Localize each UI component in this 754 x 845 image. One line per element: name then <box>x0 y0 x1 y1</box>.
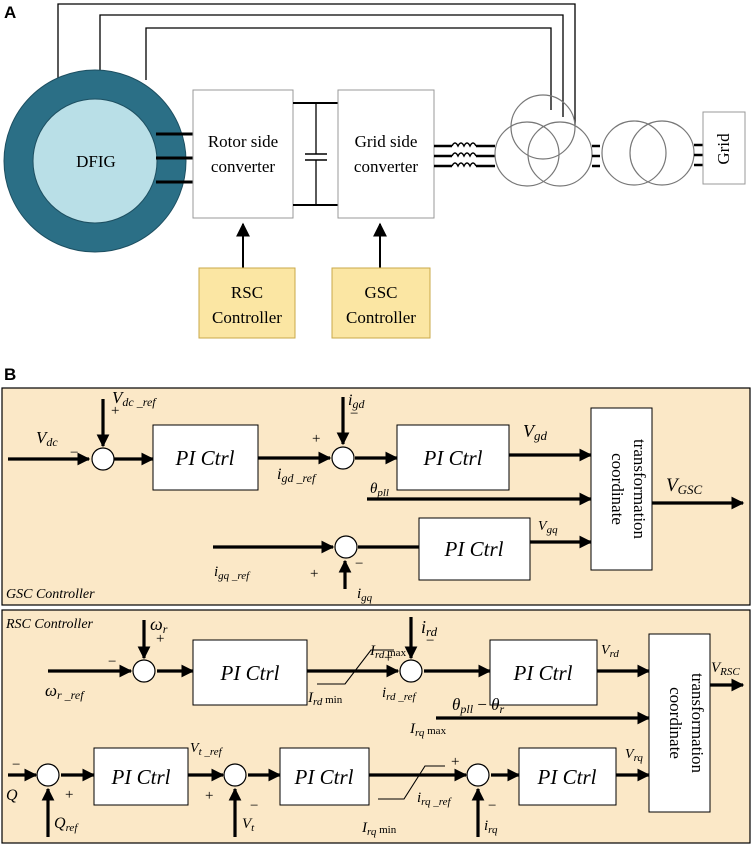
sign: − <box>350 406 358 422</box>
gsc-pi1-label: PI Ctrl <box>175 446 235 470</box>
rsc-controller-label-2: Controller <box>212 308 282 327</box>
rsc-coord-label-2: transformation <box>688 673 707 774</box>
gsc-pi2-label: PI Ctrl <box>423 446 483 470</box>
rsc-pi2-label: PI Ctrl <box>513 661 573 685</box>
gsc-panel-title: GSC Controller <box>6 587 95 602</box>
grid-side-converter: Grid side converter <box>337 89 435 219</box>
dfig-machine: DFIG <box>3 69 187 253</box>
rsc-pi4-label: PI Ctrl <box>294 765 354 789</box>
dc-link <box>293 102 338 206</box>
svg-text:igd _ref: igd _ref <box>277 466 317 485</box>
dfig-rsc-wires <box>156 132 193 184</box>
svg-text:θpll − θr: θpll − θr <box>452 695 504 716</box>
gsc-controller-panel: GSC Controller PI Ctrl PI Ctrl PI <box>1 387 751 606</box>
gsc-controller-box: GSC Controller <box>331 267 431 339</box>
rsc-controller-label-1: RSC <box>231 283 263 302</box>
grid-transformer <box>601 120 695 186</box>
sign: + <box>111 403 119 419</box>
svg-text:Vrd: Vrd <box>601 643 619 660</box>
sign: − <box>250 798 258 814</box>
sign: + <box>384 650 392 666</box>
sign: − <box>70 445 78 461</box>
gsc-controller-label-2: Controller <box>346 308 416 327</box>
gsc-label-2: converter <box>354 157 419 176</box>
rsc-panel-title: RSC Controller <box>5 617 94 632</box>
rotor-side-converter: Rotor side converter <box>192 89 294 219</box>
rsc-coord-label-1: coordinate <box>666 687 685 759</box>
grid-box: Grid <box>702 111 746 185</box>
gsc-controller-label-1: GSC <box>364 283 397 302</box>
panel-a-label: A <box>4 3 16 22</box>
rsc-controller-box: RSC Controller <box>198 267 296 339</box>
gsc-pi3-label: PI Ctrl <box>444 537 504 561</box>
rsc-controller-panel: RSC Controller <box>1 609 751 844</box>
sign: − <box>108 654 116 670</box>
sign: + <box>310 566 318 582</box>
svg-text:Ird max: Ird max <box>369 643 407 661</box>
svg-text:igd: igd <box>348 392 365 411</box>
sign: + <box>156 631 164 647</box>
rsc-pi5-label: PI Ctrl <box>537 765 597 789</box>
dfig-label: DFIG <box>76 152 116 171</box>
controller-arrows <box>236 222 387 268</box>
svg-text:Q: Q <box>6 787 18 804</box>
sign: + <box>451 754 459 770</box>
sign: + <box>205 788 213 804</box>
gsc-label-1: Grid side <box>355 132 418 151</box>
transformer-link-wires <box>592 144 600 168</box>
sign: − <box>355 556 363 572</box>
svg-text:Vt _ref: Vt _ref <box>190 741 224 758</box>
top-wiring <box>57 3 576 125</box>
gsc-coord-label-2: transformation <box>630 439 649 540</box>
three-winding-transformer <box>494 94 593 187</box>
rsc-pi3-label: PI Ctrl <box>111 765 171 789</box>
panel-b-label: B <box>4 365 16 384</box>
sign: − <box>426 633 434 649</box>
gsc-coord-label-1: coordinate <box>608 453 627 525</box>
sign: − <box>12 757 20 773</box>
svg-text:Vrq: Vrq <box>625 747 643 764</box>
rsc-label-2: converter <box>211 157 276 176</box>
rsc-pi1-label: PI Ctrl <box>220 661 280 685</box>
sign: − <box>488 798 496 814</box>
filter-inductors <box>434 142 495 168</box>
rsc-label-1: Rotor side <box>208 132 278 151</box>
svg-text:Vgq: Vgq <box>538 519 558 536</box>
grid-label: Grid <box>714 133 733 165</box>
sign: + <box>65 787 73 803</box>
sign: + <box>312 431 320 447</box>
grid-wires <box>694 143 703 167</box>
